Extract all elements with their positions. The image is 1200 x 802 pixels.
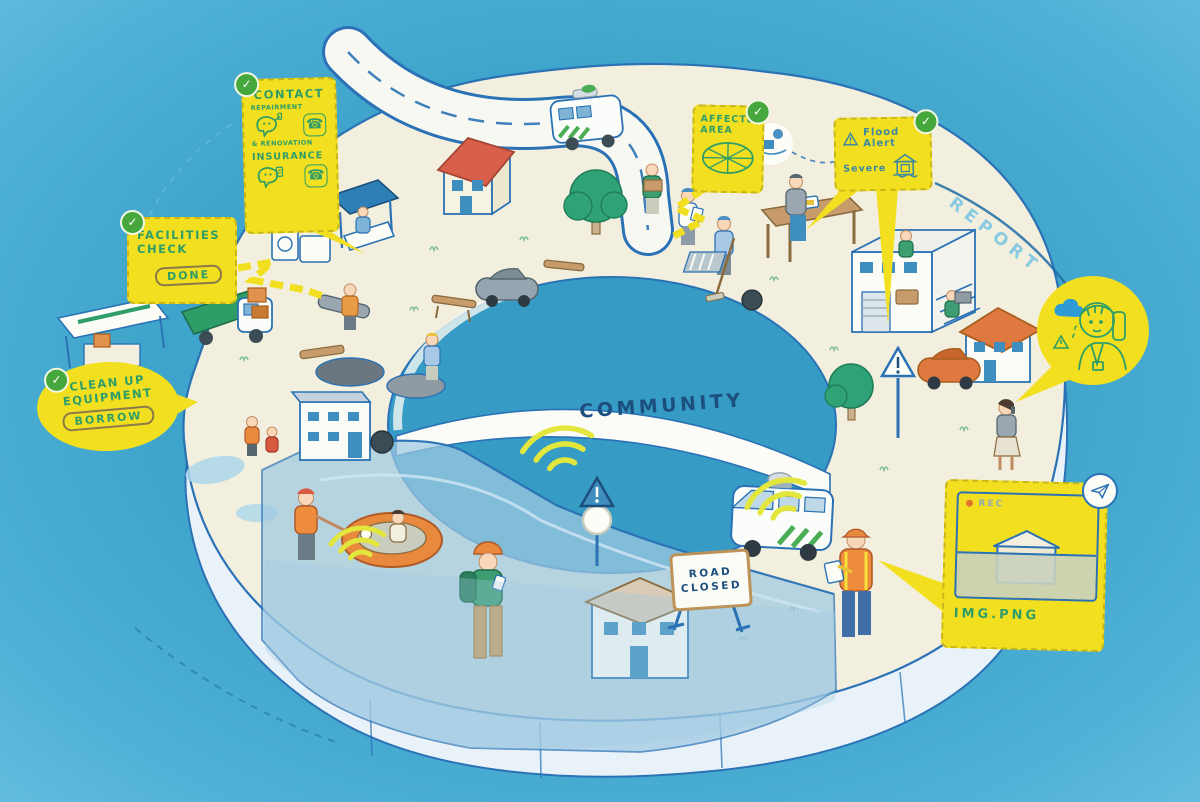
apartment-building [290,391,394,461]
flooded-house-icon [892,153,918,178]
relief-canopy [56,297,170,369]
phone-icon: ☎ [302,112,327,137]
warning-triangle-icon [842,131,859,146]
stairs-worker [944,290,972,318]
roof-worker [898,230,914,258]
children-pair [244,416,279,456]
puddle [185,455,245,485]
tree-large [563,169,628,235]
warning-triangle-icon [1052,334,1070,349]
callout-flood-alert[interactable]: ✓ Flood Alert Severe [833,109,939,192]
dashed-connector [791,151,841,164]
person-at-kiosk [355,206,371,234]
house-under-repair [851,228,981,334]
submerged-house [583,577,699,679]
callout-affected-area[interactable]: ✓ AFFECTED AREA [691,99,771,194]
insurance-kiosk [328,179,400,251]
callout-facilities-check[interactable]: ✓ FACILITIES CHECK DONE [120,210,237,304]
person-carrying-mattress [317,283,371,330]
warning-sign-center [578,475,616,566]
facilities-line2: CHECK [137,242,188,256]
photo-preview: ●REC [954,491,1100,602]
car-orange [917,348,981,390]
callout-emergency-call[interactable] [1037,276,1149,385]
bench-barricade [431,259,585,323]
contact-title: CONTACT [253,86,325,102]
road-closed-sign: ROAD CLOSED [669,548,753,612]
washing-station [271,227,331,263]
signal-waves-van [744,477,808,521]
map-icon [701,142,754,174]
caller-icon [1072,302,1127,371]
worker-with-plank [423,332,441,380]
photo-waterline [956,550,1097,600]
flood-alert-title: Flood Alert [862,126,900,150]
caller-illustration [1052,298,1127,371]
house-top-left [436,136,516,216]
photo-filename: IMG.PNG [953,606,1040,624]
callout-contact[interactable]: ✓ CONTACT REPAIRMENT ☎ & RENOVATION INSU… [233,71,341,235]
supply-boxes [247,287,269,319]
patrol-van-top [549,84,624,151]
done-button[interactable]: DONE [154,264,223,287]
road-closed-line2: CLOSED [680,578,743,596]
wading-responder [459,541,506,659]
phone-icon: ☎ [304,163,328,188]
borrow-button[interactable]: BORROW [61,405,156,432]
tree-right [824,363,874,421]
contact-insurance-label: INSURANCE [251,150,324,164]
surveyor-vest-worker [823,528,873,637]
affected-line2: AREA [700,124,733,137]
flood-alert-severity: Severe [843,162,887,175]
callout-photo-report[interactable]: ●REC IMG.PNG [940,472,1119,653]
rain-cloud-icon [1054,298,1084,317]
signal-waves-responder [519,425,595,472]
chat-character-card-icon [257,166,284,189]
woman-on-phone [993,399,1021,470]
facilities-line1: FACILITIES [137,228,221,242]
warning-sign-right [879,345,917,438]
drain-grate [682,251,727,273]
send-icon[interactable] [1081,472,1119,510]
outer-guide-arc-top-left [149,119,239,216]
outer-guide-arc-bottom-left [134,627,343,745]
chat-character-icon [256,112,283,138]
check-icon: ✓ [120,210,145,235]
rec-indicator: ●REC [965,498,1005,510]
car-grey [475,268,539,307]
person-at-laptop [785,173,807,241]
contact-renovation-label: & RENOVATION [251,138,313,149]
signal-waves-boat [328,525,387,561]
